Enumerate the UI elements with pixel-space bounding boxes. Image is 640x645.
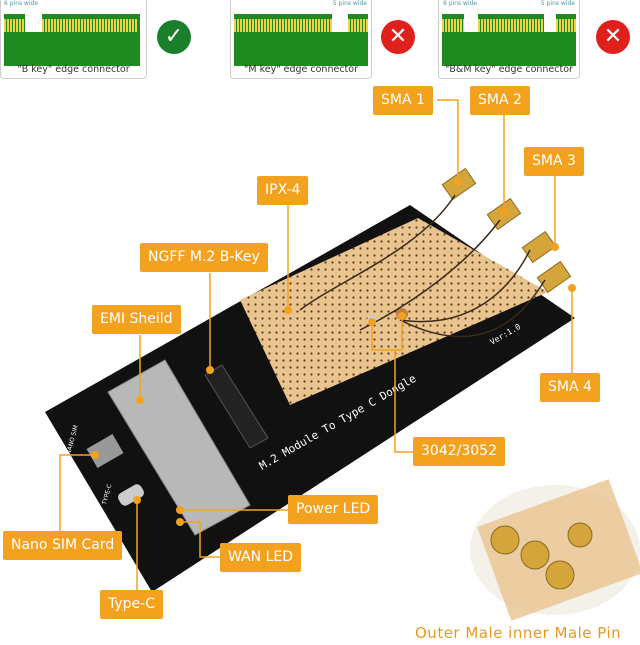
label-nano-sim: Nano SIM Card xyxy=(3,531,123,560)
leader-lines xyxy=(59,99,573,590)
label-sma4: SMA 4 xyxy=(540,373,600,402)
edge-connector-graphic xyxy=(234,14,368,66)
b-key-panel: 6 pins wide "B key" edge connector xyxy=(0,0,147,79)
edge-connector-graphic xyxy=(442,14,576,66)
bm-key-panel: 6 pins wide 5 pins wide "B&M key" edge c… xyxy=(438,0,580,79)
m-key-panel: 5 pins wide "M key" edge connector xyxy=(230,0,372,79)
label-size: 3042/3052 xyxy=(413,437,505,466)
label-sma1: SMA 1 xyxy=(373,86,433,115)
label-type-c: Type-C xyxy=(100,590,163,619)
label-power-led: Power LED xyxy=(288,495,379,524)
label-ngff: NGFF M.2 B-Key xyxy=(140,243,268,272)
label-emi: EMI Sheild xyxy=(92,305,181,334)
x-icon: ✕ xyxy=(596,20,630,54)
emi-shield xyxy=(107,359,251,536)
connector-caption: "B&M key" edge connector xyxy=(445,64,573,75)
sma-closeup-photo xyxy=(470,479,640,621)
pins-note: 6 pins wide xyxy=(4,0,39,7)
m2-slot xyxy=(204,364,269,449)
pins-note: 5 pins wide xyxy=(540,0,575,7)
x-icon: ✕ xyxy=(381,20,415,54)
connector-caption: "M key" edge connector xyxy=(244,64,358,75)
nano-sim-slot xyxy=(86,433,124,469)
pins-note: 5 pins wide xyxy=(332,0,367,7)
type-c-port xyxy=(118,484,144,506)
label-sma3: SMA 3 xyxy=(524,147,584,176)
label-wan-led: WAN LED xyxy=(220,543,302,572)
pins-note: 6 pins wide xyxy=(443,0,478,7)
label-sma2: SMA 2 xyxy=(470,86,530,115)
connector-caption: "B key" edge connector xyxy=(17,64,130,75)
footer-caption: Outer Male inner Male Pin xyxy=(415,624,622,642)
check-icon: ✓ xyxy=(157,20,191,54)
label-ipx4: IPX-4 xyxy=(257,176,309,205)
edge-connector-graphic xyxy=(4,14,140,66)
